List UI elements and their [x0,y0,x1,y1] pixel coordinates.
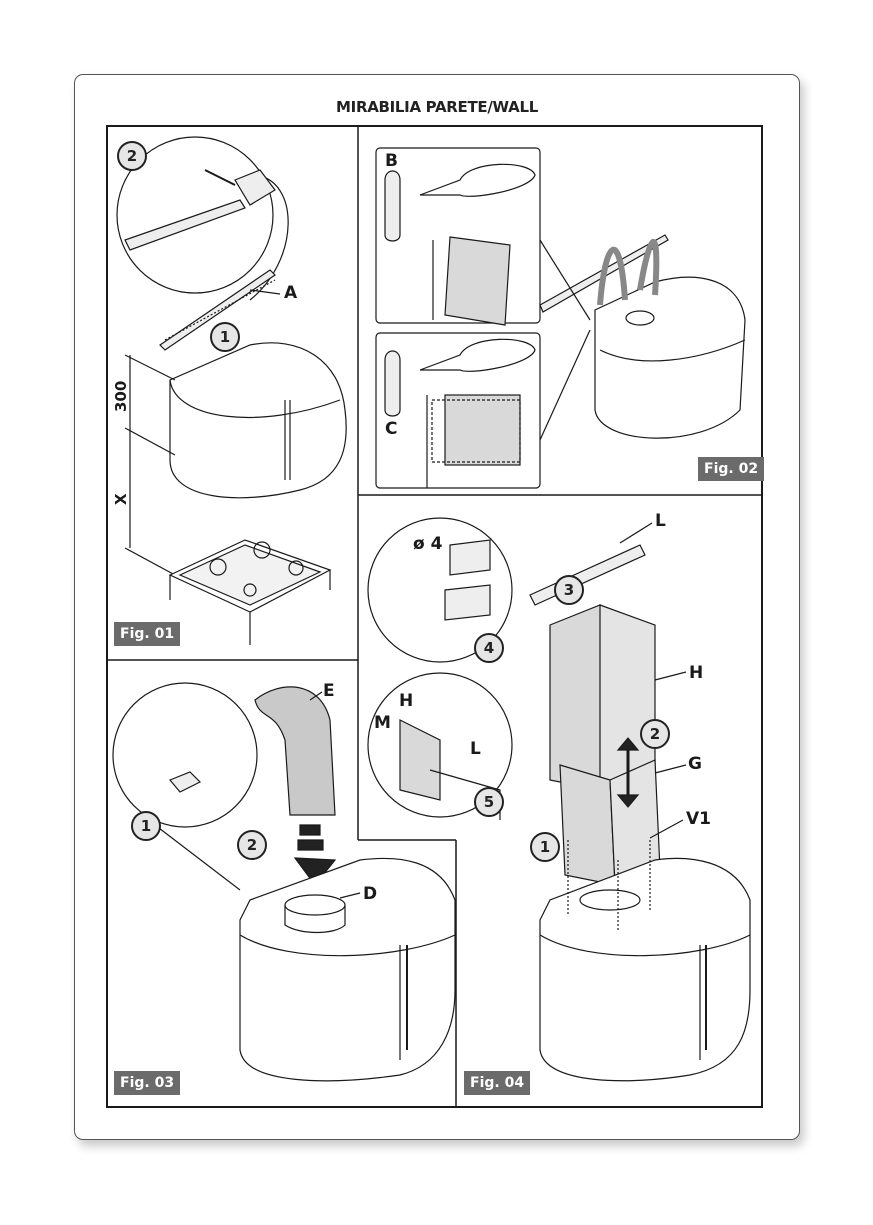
fig04-step-3: 3 [554,575,584,605]
fig03-pipe-E [254,686,336,816]
figures-frame [106,125,763,1108]
fig04-label-drill-size: ø 4 [413,534,443,554]
fig04-label-L: L [655,511,666,531]
fig04-step-5: 5 [474,787,504,817]
fig04-detail-circle-lower [367,672,513,818]
document-title: MIRABILIA PARETE/WALL [336,98,538,116]
fig02-tag: Fig. 02 [698,457,765,481]
fig01-label-A: A [284,283,298,303]
fig04-art [367,517,751,1082]
fig04-label-V1: V1 [686,809,711,829]
fig02-label-B: B [385,151,398,171]
fig04-hood [539,857,751,1082]
fig03-hood [239,857,456,1082]
fig04-step-1: 1 [530,832,560,862]
fig03-step-2: 2 [237,830,267,860]
fig04-detail-label-M: M [374,713,391,733]
fig01-bracket-A [159,269,276,351]
fig04-level [529,544,646,606]
fig01-dimension-X: X [112,493,130,505]
fig01-step-1: 1 [210,322,240,352]
fig03-detail-circle [112,682,258,828]
fig01-dimension-300: 300 [112,380,130,412]
fig04-detail-label-L: L [470,739,481,759]
fig01-callout-line [249,174,289,301]
fig02-art [375,147,746,489]
fig02-hood [594,276,746,439]
fig04-label-G: G [688,754,702,774]
fig02-detail-upper [375,147,541,324]
fig01-detail-circle [116,136,274,294]
fig01-step-2: 2 [117,141,147,171]
fig04-detail-circle-upper [367,517,513,663]
fig01-art [116,136,347,645]
fig04-step-2: 2 [640,719,670,749]
fig01-hood-body [169,342,347,499]
fig04-chimney-G [559,764,616,886]
fig03-tag: Fig. 03 [114,1071,181,1095]
fig04-detail-label-H: H [399,691,414,711]
fig03-step-1: 1 [131,811,161,841]
fig04-tag: Fig. 04 [464,1071,531,1095]
fig04-step-4: 4 [474,633,504,663]
fig03-art [112,682,456,1082]
fig02-detail-lower [375,332,541,489]
fig01-hood-top [169,379,341,419]
fig03-label-E: E [323,681,335,701]
fig02-label-C: C [385,419,398,439]
fig04-label-H: H [689,663,704,683]
fig01-tag: Fig. 01 [114,622,181,646]
fig03-label-D: D [363,884,378,904]
fig01-drill [234,169,276,206]
fig01-bracket-detail [124,199,246,251]
fig01-drill-bit [204,169,236,186]
fig04-chimney-H [549,604,606,791]
